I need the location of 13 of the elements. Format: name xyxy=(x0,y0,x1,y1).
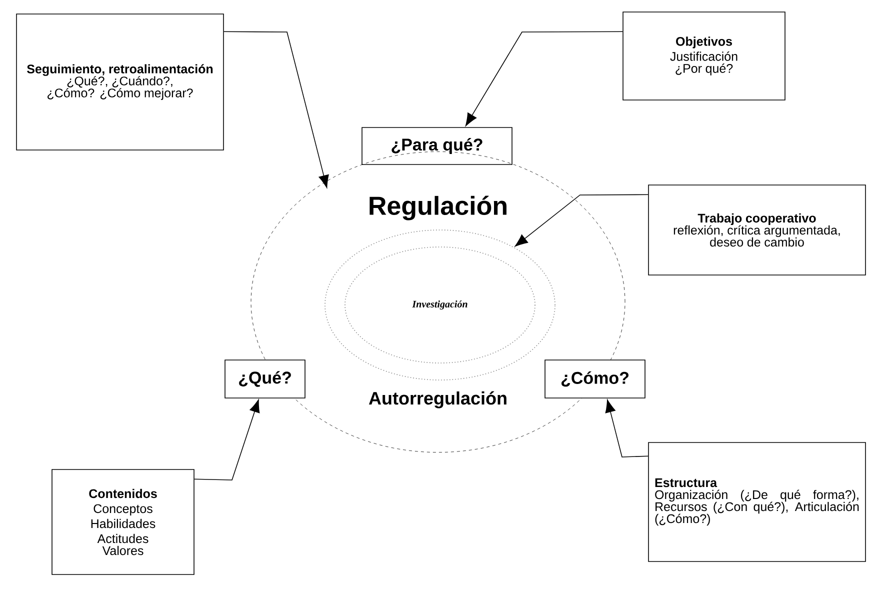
arrow xyxy=(514,194,648,247)
question-box: ¿Cómo? xyxy=(544,360,646,398)
arrow xyxy=(194,400,260,480)
text-box: Seguimiento, retroalimentación ¿Qué?, ¿Cuándo?, ¿Cómo? ¿Cómo mejorar? xyxy=(16,14,224,150)
text-box: Trabajo cooperativo reflexión, crítica argumentada, deseo de cambio xyxy=(648,184,866,276)
question-box: ¿Para qué? xyxy=(362,127,512,165)
arrow xyxy=(605,400,648,458)
text-box: Objetivos Justificación ¿Por qué? xyxy=(622,12,786,100)
text-box: Contenidos Conceptos Habilidades Actitudes Valores xyxy=(52,469,194,575)
arrow xyxy=(465,31,623,126)
text-box: Estructura Organización (¿De qué forma?), Recursos (¿Con qué?), Articulación (¿Cómo?) xyxy=(648,442,866,562)
question-box: ¿Qué? xyxy=(224,360,306,398)
arrow xyxy=(224,31,329,188)
